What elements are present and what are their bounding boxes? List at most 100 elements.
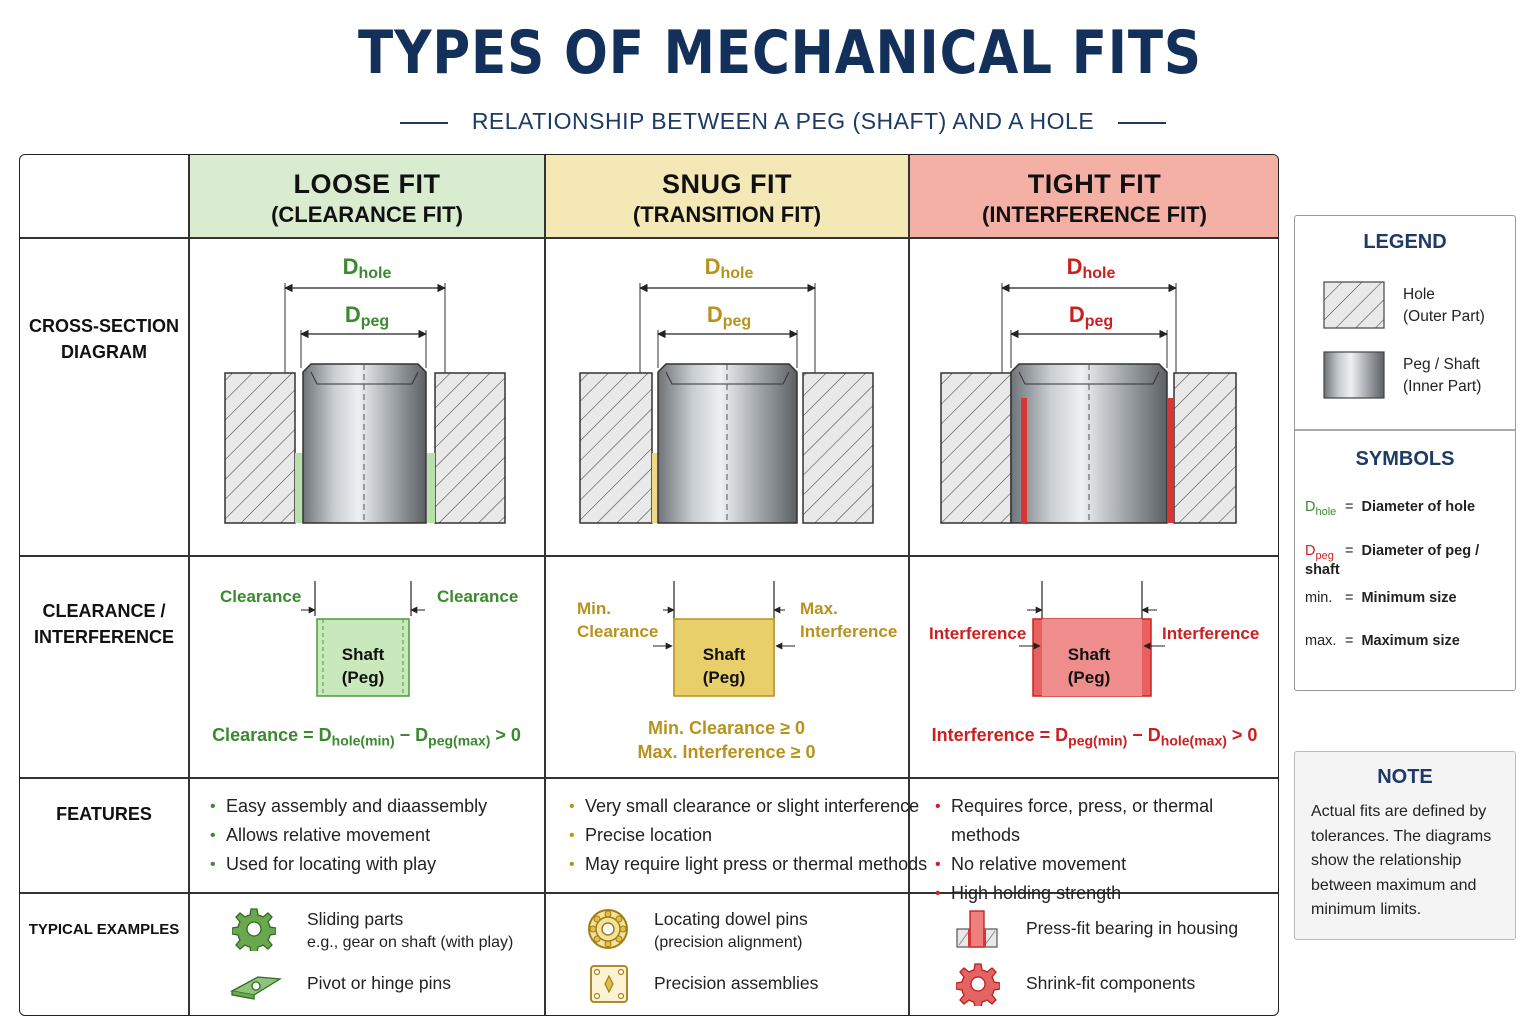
feature-item: No relative movement [935,850,1278,879]
example-detail: (precision alignment) [654,934,803,951]
example-dowel-pins: Locating dowel pins(precision alignment) [654,908,808,954]
interference-text: Interference [800,622,898,641]
note-title: NOTE [1377,766,1433,788]
gear-icon [956,963,1000,1006]
feature-item: Used for locating with play [210,850,487,879]
loose-cross-section-diagram [224,283,506,524]
fits-table: LOOSE FIT (CLEARANCE FIT) SNUG FIT (TRAN… [19,154,1279,1016]
press-fit-icon [956,910,998,948]
legend-title: LEGEND [1363,231,1447,253]
shaft-box [673,618,775,697]
shaft-text: Shaft [341,645,385,664]
page-subtitle: RELATIONSHIP BETWEEN A PEG (SHAFT) AND A… [0,108,1536,135]
symbol-d-peg: Dpeg=Diameter of peg / shaft [1305,543,1515,578]
snug-fit-title: SNUG FIT [662,169,792,199]
assembly-icon [590,965,628,1003]
example-title: Sliding parts [307,909,404,929]
row-label-features: FEATURES [56,804,152,824]
hole-block-right [434,372,506,524]
formula-subscript: hole(min) [331,732,395,749]
peg-text: (Peg) [702,668,746,687]
example-precision-assemblies: Precision assemblies [654,973,819,993]
symbol-desc: Maximum size [1361,633,1460,649]
formula-part: > 0 [1226,725,1258,745]
d-symbol: D [344,302,361,327]
row-divider [20,237,1278,239]
shaft-inner [1042,619,1142,696]
legend-panel: LEGEND Hole(Outer Part) Peg / Shaft(Inne… [1294,215,1516,691]
d-peg-label: Dpeg [659,302,799,331]
formula-part: > 0 [490,725,521,745]
clearance-label-left: Clearance [220,587,302,606]
feature-item: Requires force, press, or thermal method… [935,792,1278,850]
snug-fit-subtitle: (TRANSITION FIT) [632,202,822,227]
interference-label-left: Interference [929,624,1027,643]
d-hole-label: Dhole [659,254,799,283]
row-label-clearance: CLEARANCE / INTERFERENCE [33,601,174,647]
shaft-box [316,618,410,697]
header-snug-bg [545,155,909,237]
hole-subscript: hole [1082,265,1116,282]
hole-subscript: hole [358,265,392,282]
formula-part: Clearance = D [212,725,332,745]
tight-clearance-diagram [1019,581,1165,697]
max-text: Max. [800,599,838,618]
symbol-max: max.=Maximum size [1305,633,1460,649]
page-title: TYPES OF MECHANICAL FITS [358,18,1202,88]
feature-item: High holding strength [935,879,1278,908]
hole-swatch [1323,281,1385,329]
snug-cross-section-diagram [579,283,874,524]
hole-subscript: hole [1315,505,1337,518]
hole-block-left [940,372,1012,524]
clearance-formula: Clearance = Dhole(min) − Dpeg(max) > 0 [189,725,544,749]
min-clearance-label: Min.Clearance [577,597,658,643]
row-divider [20,892,1278,894]
example-shrink-fit: Shrink-fit components [1026,973,1196,993]
shaft-label: Shaft(Peg) [317,643,409,689]
note-panel: NOTE Actual fits are defined by toleranc… [1294,751,1516,940]
equals-sign: = [1345,499,1354,515]
formula-part: Interference = D [931,725,1069,745]
peg-text: (Peg) [1067,668,1111,687]
header-loose-fit: LOOSE FIT (CLEARANCE FIT) [189,155,545,237]
max-interference-label: Max. Interference [800,597,897,643]
d-peg-label: Dpeg [297,302,437,331]
shaft-label: Shaft(Peg) [1039,643,1139,689]
peg-subscript: peg [1084,313,1114,330]
legend-hole-name: Hole [1403,286,1435,303]
clearance-gap-right [427,453,435,523]
symbol-desc: Diameter of hole [1361,499,1476,515]
shaft-label: Shaft(Peg) [674,643,774,689]
formula-line: Max. Interference ≥ 0 [637,742,816,762]
example-press-fit-bearing: Press-fit bearing in housing [1026,918,1239,938]
clearance-label-right: Clearance [437,587,519,606]
row-label-examples: TYPICAL EXAMPLES [28,921,180,938]
row-divider [20,777,1278,779]
formula-part: − D [394,725,429,745]
formula-subscript: peg(max) [428,732,491,749]
interference-label-right: Interference [1162,624,1260,643]
peg-subscript: peg [1315,549,1334,562]
hole-block-right [802,372,874,524]
d-symbol: D [1305,543,1316,559]
feature-item: Easy assembly and diaassembly [210,792,487,821]
d-hole-label: Dhole [297,254,437,283]
header-snug-fit: SNUG FIT (TRANSITION FIT) [545,155,909,237]
subtitle-text: RELATIONSHIP BETWEEN A PEG (SHAFT) AND A… [471,108,1095,134]
interference-formula: Interference = Dpeg(min) − Dhole(max) > … [909,725,1278,749]
tight-cross-section-diagram [940,283,1237,524]
header-loose-bg [189,155,545,237]
legend-hole-desc: (Outer Part) [1403,308,1485,325]
legend-hole: Hole (Outer Part) [1403,284,1485,328]
d-symbol: D [342,254,359,279]
d-symbol: D [1068,302,1085,327]
d-symbol: D [1066,254,1083,279]
col-divider [544,155,546,1015]
formula-part: − D [1127,725,1161,745]
snug-clearance-diagram [653,581,795,697]
symbol-key: max. [1305,633,1337,649]
interference-zone-left [1021,398,1027,523]
header-tight-fit: TIGHT FIT (INTERFERENCE FIT) [909,155,1278,237]
